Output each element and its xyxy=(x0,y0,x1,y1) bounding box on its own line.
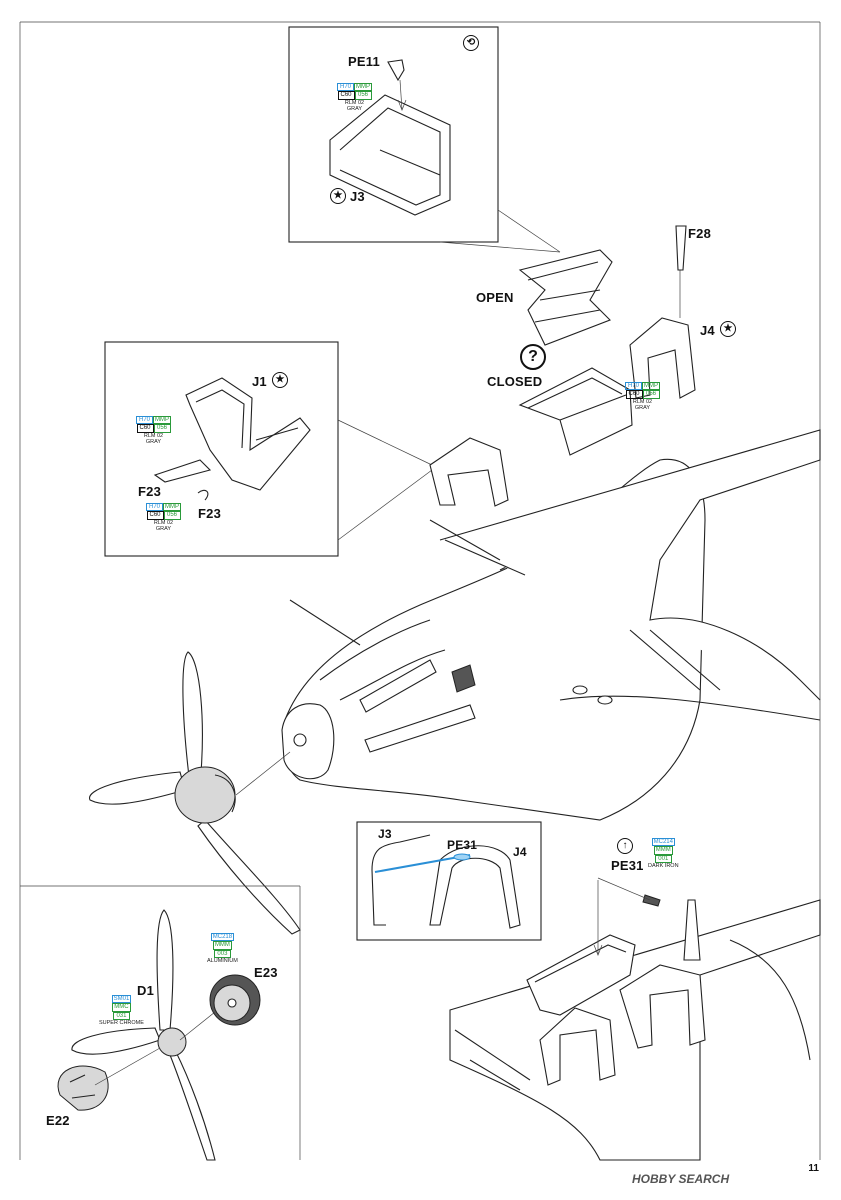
canopy-open xyxy=(518,249,613,346)
label-j4-inset: J4 xyxy=(513,845,527,859)
paint-callout-d1: SM01 MMC 031 SUPER CHROME xyxy=(99,995,144,1026)
label-pe31-right: PE31 xyxy=(611,858,644,873)
propeller-detail xyxy=(57,909,261,1161)
star-icon: ★ xyxy=(272,372,288,388)
canopy-frame-j3-inset xyxy=(329,59,451,216)
label-f28: F28 xyxy=(688,226,712,241)
label-j3-inset: J3 xyxy=(378,827,392,841)
paint-callout-e23: MC218 MMM 003 ALUMINIUM xyxy=(207,933,238,964)
propeller-main xyxy=(89,651,301,935)
arrow-up-icon: ↑ xyxy=(617,838,633,854)
frame-pe31-inset xyxy=(371,834,521,929)
canopy-windscreen xyxy=(429,437,509,507)
canopy-closed xyxy=(518,367,633,456)
page-number: 11 xyxy=(808,1163,819,1174)
canopy-frame-j4 xyxy=(629,225,696,399)
rotate-icon: ⟲ xyxy=(463,35,479,51)
question-icon: ? xyxy=(520,344,546,370)
inset-box-left xyxy=(104,341,339,557)
label-d1: D1 xyxy=(137,983,155,998)
cockpit-assembly-final xyxy=(449,877,821,1161)
canopy-frame-j1-inset xyxy=(153,377,311,501)
label-j1: J1 xyxy=(252,374,267,389)
label-pe11: PE11 xyxy=(348,54,380,69)
inset-box-top xyxy=(288,26,499,243)
fuselage xyxy=(281,429,821,821)
star-icon: ★ xyxy=(720,321,736,337)
paint-callout-pe31: MC214 MMM 001 DARK IRON xyxy=(648,838,679,869)
label-j3-top: J3 xyxy=(350,189,365,204)
watermark: HOBBY SEARCH xyxy=(632,1172,730,1186)
inset-box-pe31 xyxy=(356,821,542,941)
label-open: OPEN xyxy=(476,290,514,305)
label-e22: E22 xyxy=(46,1113,70,1128)
label-pe31-inset: PE31 xyxy=(447,838,478,852)
label-f23-right: F23 xyxy=(198,506,222,521)
label-closed: CLOSED xyxy=(487,374,543,389)
label-f23-left: F23 xyxy=(138,484,162,499)
label-e23: E23 xyxy=(254,965,278,980)
label-j4-right: J4 xyxy=(700,323,715,338)
star-icon: ★ xyxy=(330,188,346,204)
